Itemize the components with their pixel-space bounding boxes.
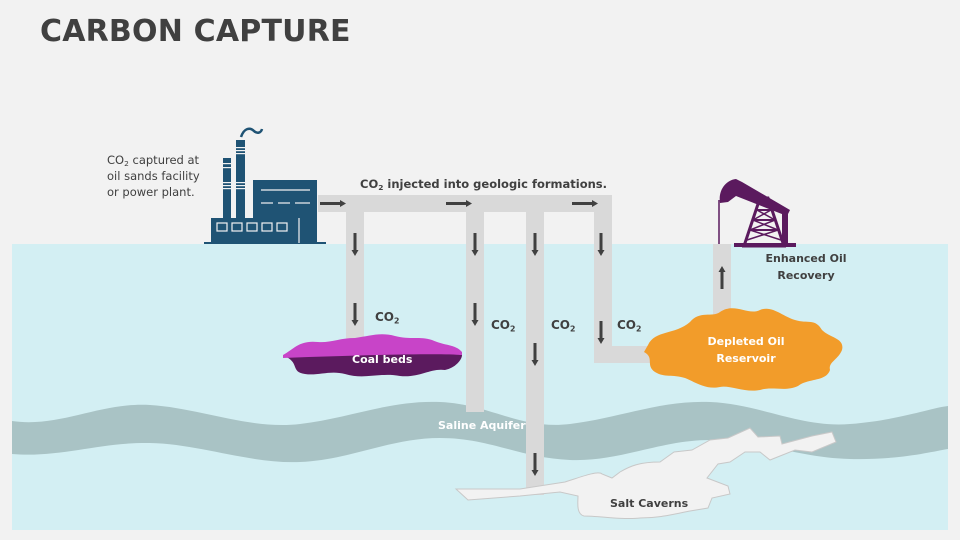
- coal-beds-top: [283, 334, 462, 358]
- arrow-icon: [531, 453, 539, 476]
- arrow-icon: [351, 303, 359, 326]
- arrow-icon: [471, 303, 479, 326]
- arrow-icon: [718, 266, 726, 289]
- co2-label-aquifer: CO2: [491, 318, 516, 334]
- co2-sub: 2: [394, 316, 400, 326]
- page-title: CARBON CAPTURE: [40, 14, 351, 49]
- injection-note-text: injected into geologic formations.: [383, 177, 608, 191]
- arrow-icon: [531, 233, 539, 256]
- arrow-icon: [597, 233, 605, 256]
- capture-note-co: CO: [107, 153, 125, 167]
- arrow-icon: [531, 343, 539, 366]
- capture-note-line1: captured at: [128, 153, 200, 167]
- co2-label-coal: CO2: [375, 310, 400, 326]
- co2-sub: 2: [570, 324, 576, 334]
- arrow-icon: [351, 233, 359, 256]
- co2-label-caverns: CO2: [551, 318, 576, 334]
- injection-note-co: CO: [360, 177, 379, 191]
- arrow-icon: [471, 233, 479, 256]
- co2-text: CO: [551, 318, 571, 332]
- arrow-icon: [597, 321, 605, 344]
- flow-arrows: [320, 200, 726, 476]
- pipe-network: [318, 195, 731, 495]
- pipe-coal-beds: [346, 195, 364, 345]
- salt-caverns-label: Salt Caverns: [610, 497, 689, 510]
- arrow-icon: [446, 200, 472, 207]
- coal-beds-label: Coal beds: [352, 353, 413, 366]
- arrow-icon: [320, 200, 346, 207]
- injection-note-sub: 2: [378, 183, 384, 193]
- factory-icon: [204, 127, 326, 244]
- co2-sub: 2: [636, 324, 642, 334]
- capture-note-line3: or power plant.: [107, 185, 195, 199]
- capture-note-sub: 2: [124, 159, 129, 169]
- salt-caverns: [454, 427, 837, 520]
- capture-note: CO2 captured at oil sands facility or po…: [107, 152, 200, 200]
- depleted-oil-line1: Depleted Oil: [707, 335, 785, 348]
- co2-text: CO: [375, 310, 395, 324]
- pipe-oil-reservoir-vertical: [594, 195, 612, 363]
- arrow-icon: [572, 200, 598, 207]
- co2-sub: 2: [510, 324, 516, 334]
- co2-text: CO: [617, 318, 637, 332]
- coal-beds: [283, 334, 462, 377]
- enhanced-oil-line2: Recovery: [777, 269, 835, 282]
- depleted-oil-reservoir: [644, 308, 843, 391]
- oil-pumpjack-icon: [718, 179, 796, 248]
- saline-aquifer-label: Saline Aquifer: [438, 419, 526, 432]
- coal-beds-bottom: [284, 350, 462, 377]
- injection-note: CO2 injected into geologic formations.: [360, 177, 607, 191]
- enhanced-oil-recovery-label: Enhanced Oil Recovery: [758, 250, 854, 284]
- saline-aquifer-band: [12, 401, 948, 463]
- co2-label-oil: CO2: [617, 318, 642, 334]
- enhanced-oil-line1: Enhanced Oil: [765, 252, 847, 265]
- depleted-oil-reservoir-label: Depleted Oil Reservoir: [700, 333, 792, 367]
- co2-text: CO: [491, 318, 511, 332]
- depleted-oil-line2: Reservoir: [716, 352, 776, 365]
- capture-note-line2: oil sands facility: [107, 169, 200, 183]
